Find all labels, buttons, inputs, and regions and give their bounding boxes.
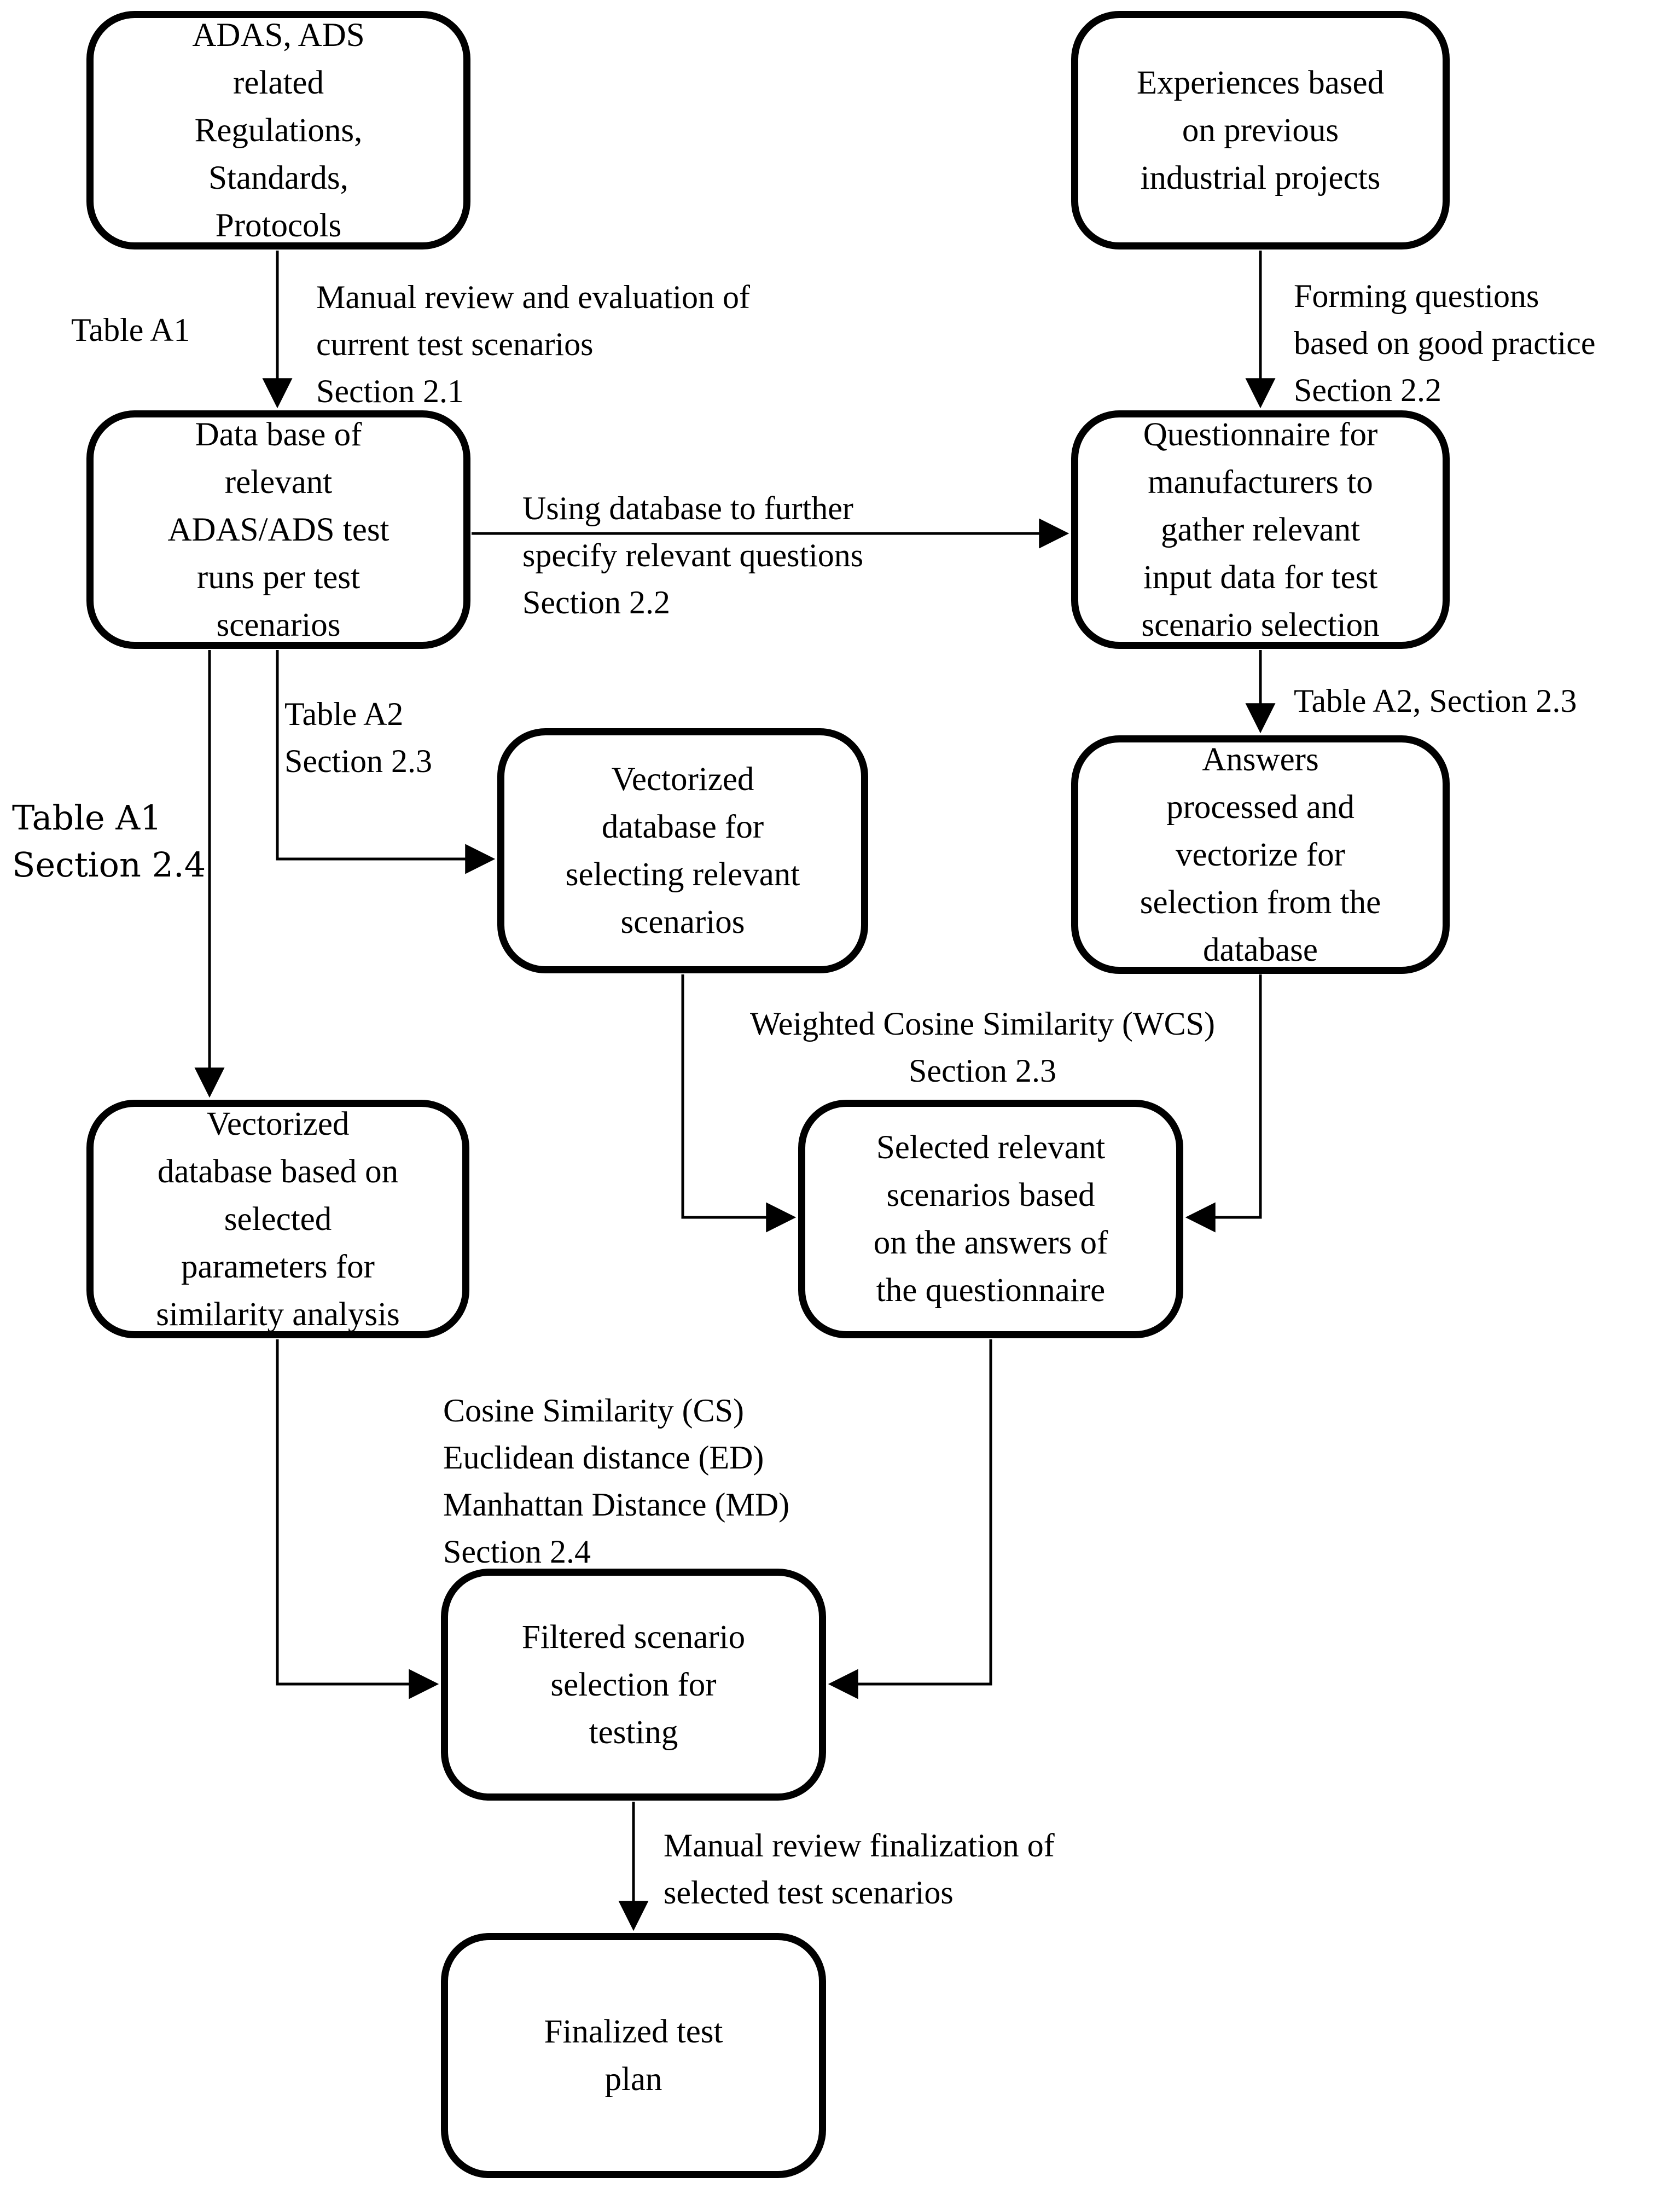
- node-regulations-standards: ADAS, ADS related Regulations, Standards…: [86, 11, 470, 249]
- node-manufacturer-questionnaire: Questionnaire for manufacturers to gathe…: [1071, 410, 1450, 649]
- edge-label-similarity-metrics: Cosine Similarity (CS) Euclidean distanc…: [443, 1392, 790, 1570]
- edge-label-table-a1-section-2-4: Table A1 Section 2.4: [12, 798, 206, 885]
- node-finalized-test-plan: Finalized test plan: [441, 1933, 826, 2178]
- edge-label-manual-review-evaluation: Manual review and evaluation of current …: [316, 279, 751, 409]
- node-processed-answers: Answers processed and vectorize for sele…: [1071, 735, 1450, 974]
- node-vectorized-parameter-database: Vectorized database based on selected pa…: [86, 1100, 469, 1338]
- arrow-selected-scenarios-to-filtered: [828, 1339, 992, 1699]
- edge-label-forming-questions: Forming questions based on good practice…: [1294, 278, 1596, 408]
- edge-label-manual-review-finalization: Manual review finalization of selected t…: [664, 1827, 1055, 1911]
- arrow-vectorized-selection-to-selected-scenarios: [681, 974, 797, 1233]
- arrow-vectorized-parameters-to-filtered: [276, 1339, 439, 1699]
- arrow-database-to-vectorized-selection: [276, 650, 496, 874]
- node-industrial-experience: Experiences based on previous industrial…: [1071, 11, 1450, 249]
- edge-label-table-a2-stacked: Table A2 Section 2.3: [284, 696, 432, 779]
- node-test-run-database: Data base of relevant ADAS/ADS test runs…: [86, 410, 470, 649]
- edge-label-table-a1: Table A1: [71, 312, 190, 348]
- arrow-answers-to-selected-scenarios: [1185, 974, 1262, 1233]
- node-vectorized-selection-database: Vectorized database for selecting releva…: [497, 728, 868, 973]
- edge-label-weighted-cosine-similarity: Weighted Cosine Similarity (WCS) Section…: [749, 1006, 1216, 1089]
- edge-label-table-a2-section-2-3: Table A2, Section 2.3: [1294, 683, 1577, 719]
- edge-label-using-database: Using database to further specify releva…: [522, 490, 864, 620]
- node-filtered-selection: Filtered scenario selection for testing: [441, 1569, 826, 1801]
- node-selected-scenarios: Selected relevant scenarios based on the…: [798, 1100, 1183, 1338]
